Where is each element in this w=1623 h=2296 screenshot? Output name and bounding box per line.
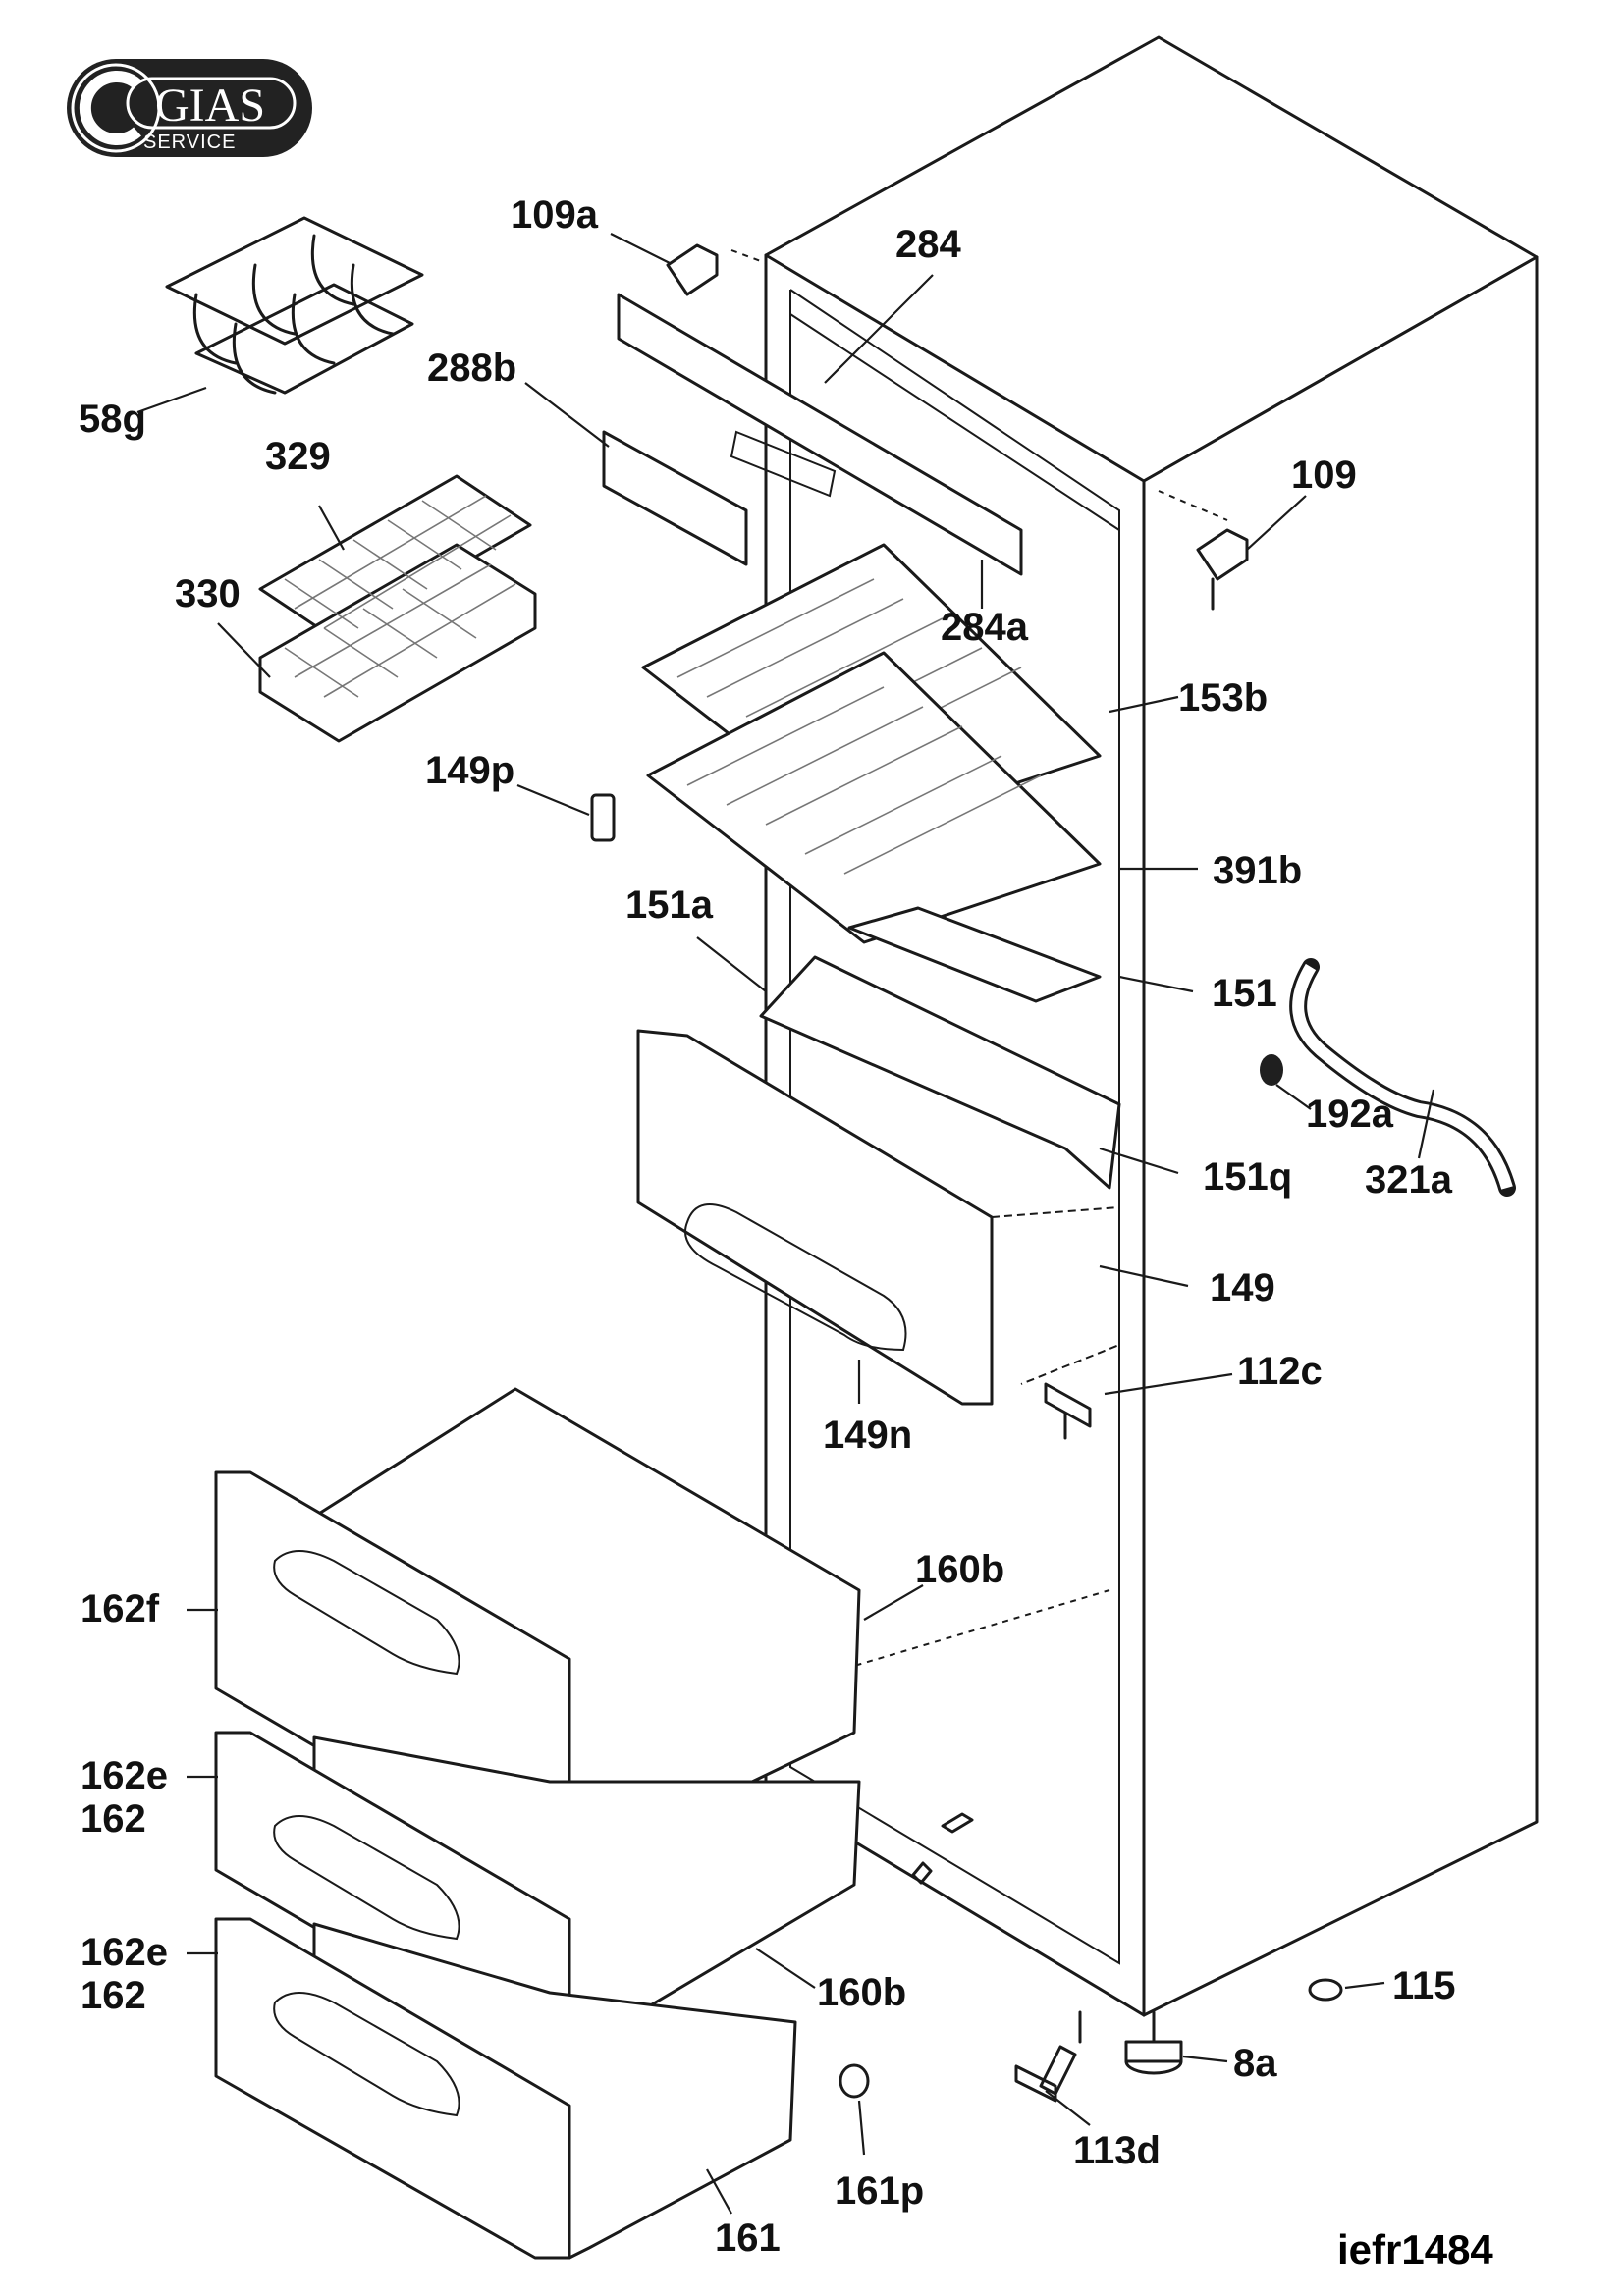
top-panel <box>524 233 1307 611</box>
label-284a: 284a <box>941 606 1029 649</box>
label-151q: 151q <box>1203 1155 1292 1199</box>
logo-sub-text: SERVICE <box>143 132 236 153</box>
label-162e-2: 162e <box>81 1931 168 1974</box>
label-8a: 8a <box>1233 2042 1277 2085</box>
wine-rack <box>136 216 424 414</box>
label-58g: 58g <box>79 398 146 441</box>
label-288b: 288b <box>427 347 516 390</box>
label-115: 115 <box>1392 1964 1456 2007</box>
drawing-code: iefr1484 <box>1337 2226 1493 2272</box>
drain-tube <box>1260 958 1516 1197</box>
label-321a: 321a <box>1365 1158 1453 1201</box>
label-113d: 113d <box>1073 2129 1161 2172</box>
label-151: 151 <box>1212 972 1277 1015</box>
label-330: 330 <box>175 572 241 615</box>
label-284: 284 <box>895 223 961 266</box>
label-162-1: 162 <box>81 1797 146 1841</box>
label-149n: 149n <box>823 1414 912 1457</box>
label-162-2: 162 <box>81 1974 146 2017</box>
label-109a: 109a <box>511 193 599 237</box>
ice-tray <box>217 474 537 743</box>
gias-service-logo: GIAS SERVICE <box>67 59 312 157</box>
crisper-drawer <box>636 936 1233 1440</box>
label-162f: 162f <box>81 1587 160 1630</box>
label-162e-1: 162e <box>81 1754 168 1797</box>
label-151a: 151a <box>625 883 714 927</box>
logo-brand-text: GIAS <box>155 80 265 132</box>
label-329: 329 <box>265 435 331 478</box>
freezer-drawers <box>187 1387 924 2260</box>
shelves <box>641 543 1198 1003</box>
part-labels: 58g 329 330 288b 109a 284 284a 109 153b … <box>79 193 1456 2260</box>
label-161: 161 <box>715 2216 781 2260</box>
label-160b-top: 160b <box>915 1548 1004 1591</box>
label-153b: 153b <box>1178 676 1268 720</box>
label-161p: 161p <box>835 2169 924 2213</box>
label-112c: 112c <box>1237 1350 1323 1393</box>
label-109: 109 <box>1291 454 1357 497</box>
label-149: 149 <box>1210 1266 1275 1309</box>
bottom-parts <box>839 1812 1385 2156</box>
label-192a: 192a <box>1306 1093 1394 1136</box>
clip-149p <box>516 783 616 842</box>
label-160b-low: 160b <box>817 1971 906 2014</box>
label-391b: 391b <box>1213 849 1302 892</box>
label-149p: 149p <box>425 749 514 792</box>
